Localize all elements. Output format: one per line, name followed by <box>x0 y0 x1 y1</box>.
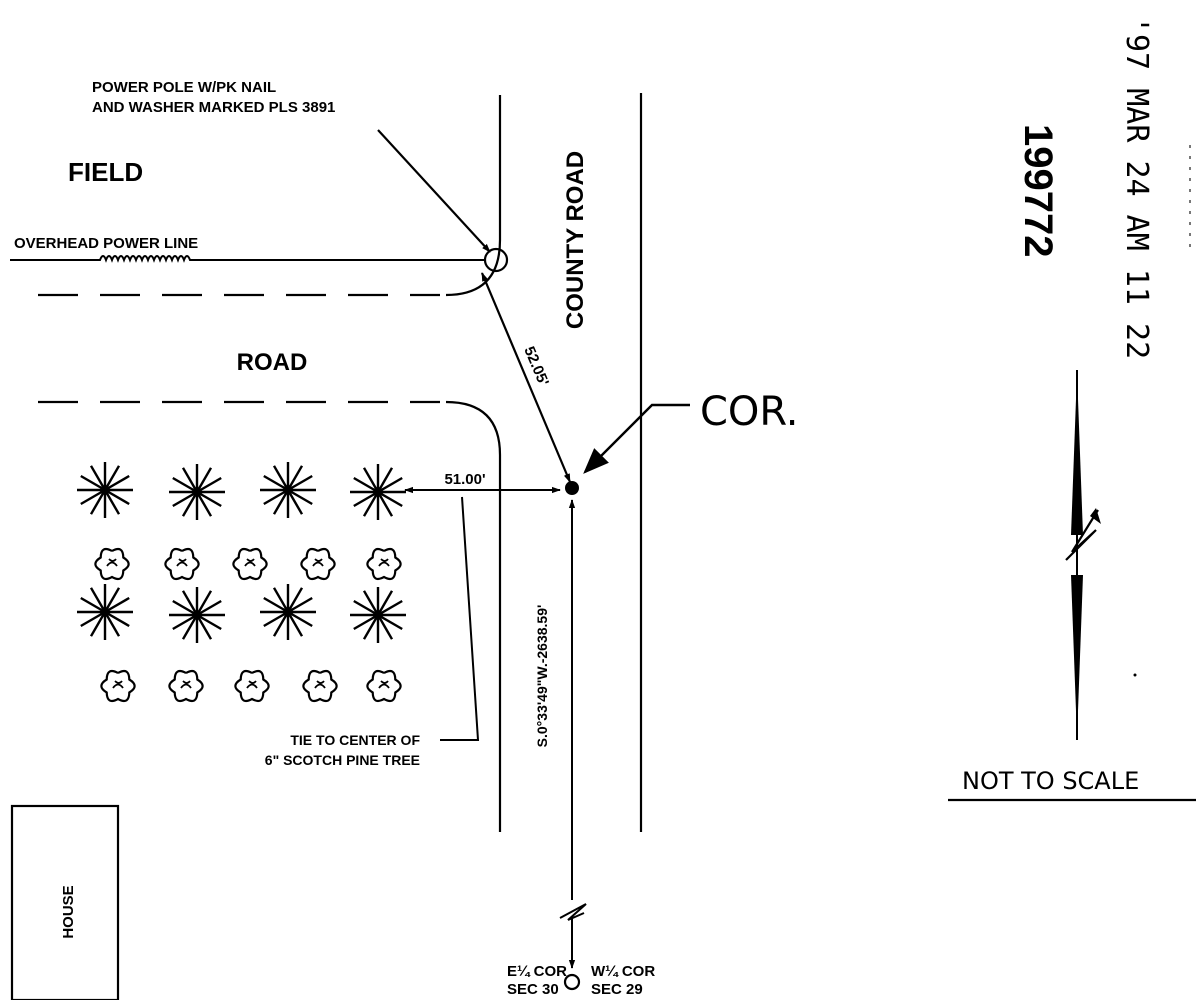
north-arrow-icon <box>1065 370 1101 740</box>
shrub-icon <box>100 669 136 703</box>
power-pole-symbol <box>483 247 509 273</box>
road-label: ROAD <box>237 349 308 376</box>
power-pole-leader-arrow <box>377 129 491 253</box>
overhead-power-line-label: OVERHEAD POWER LINE <box>14 235 198 252</box>
tie-leader-line <box>440 496 480 741</box>
county-road-label: COUNTY ROAD <box>562 151 589 329</box>
shrub-icon <box>168 669 204 703</box>
pine-tree-icon <box>260 462 316 518</box>
pine-tree-icon <box>169 587 225 643</box>
tie-label-line1: TIE TO CENTER OF <box>290 732 420 748</box>
shrub-icon <box>366 547 402 581</box>
section-corner-point <box>565 481 579 495</box>
overhead-power-line <box>10 255 484 263</box>
shrub-icon <box>94 547 130 581</box>
pine-tree-icon <box>169 464 225 520</box>
recording-stamp: '97 MAR 24 AM 11 22 <box>1119 16 1154 359</box>
shrub-icon <box>366 669 402 703</box>
pole-to-corner-line <box>480 272 572 483</box>
county-road-west-edge-south <box>445 400 502 832</box>
house-label: HOUSE <box>60 885 77 938</box>
shrub-icon <box>232 547 268 581</box>
pine-tree-icon <box>77 462 133 518</box>
not-to-scale-label: NOT TO SCALE <box>962 767 1139 795</box>
house-outline <box>10 804 120 1000</box>
corner-leader-arrow <box>583 403 690 474</box>
field-label: FIELD <box>68 157 143 187</box>
tie-label-line2: 6" SCOTCH PINE TREE <box>265 752 420 768</box>
quarter-corner-symbol <box>563 973 581 991</box>
county-road-west-edge-north <box>445 95 502 297</box>
speck <box>1133 673 1137 677</box>
pole-distance-label: 52.05' <box>520 344 552 388</box>
document-number: 199772 <box>1016 124 1060 257</box>
pine-tree-icon <box>260 584 316 640</box>
bearing-distance-label: S.0°33'49"W.-2638.59' <box>534 605 550 748</box>
w-quarter-label-line1: W¼ COR <box>591 963 655 980</box>
shrub-icon <box>164 547 200 581</box>
corner-label: COR. <box>700 389 799 435</box>
shrub-group <box>94 547 402 703</box>
e-quarter-label-line2: SEC 30 <box>507 981 559 998</box>
shrub-icon <box>300 547 336 581</box>
shrub-icon <box>234 669 270 703</box>
shrub-icon <box>302 669 338 703</box>
section-line-break <box>559 903 587 921</box>
tree-distance-label: 51.00' <box>444 471 485 488</box>
power-pole-label-line1: POWER POLE W/PK NAIL <box>92 79 276 96</box>
e-quarter-label-line1: E¼ COR <box>507 963 567 980</box>
pine-tree-icon <box>350 464 406 520</box>
pine-tree-group <box>77 462 406 643</box>
pine-tree-icon <box>350 587 406 643</box>
pine-tree-icon <box>77 584 133 640</box>
power-pole-label-line2: AND WASHER MARKED PLS 3891 <box>92 99 335 116</box>
w-quarter-label-line2: SEC 29 <box>591 981 643 998</box>
